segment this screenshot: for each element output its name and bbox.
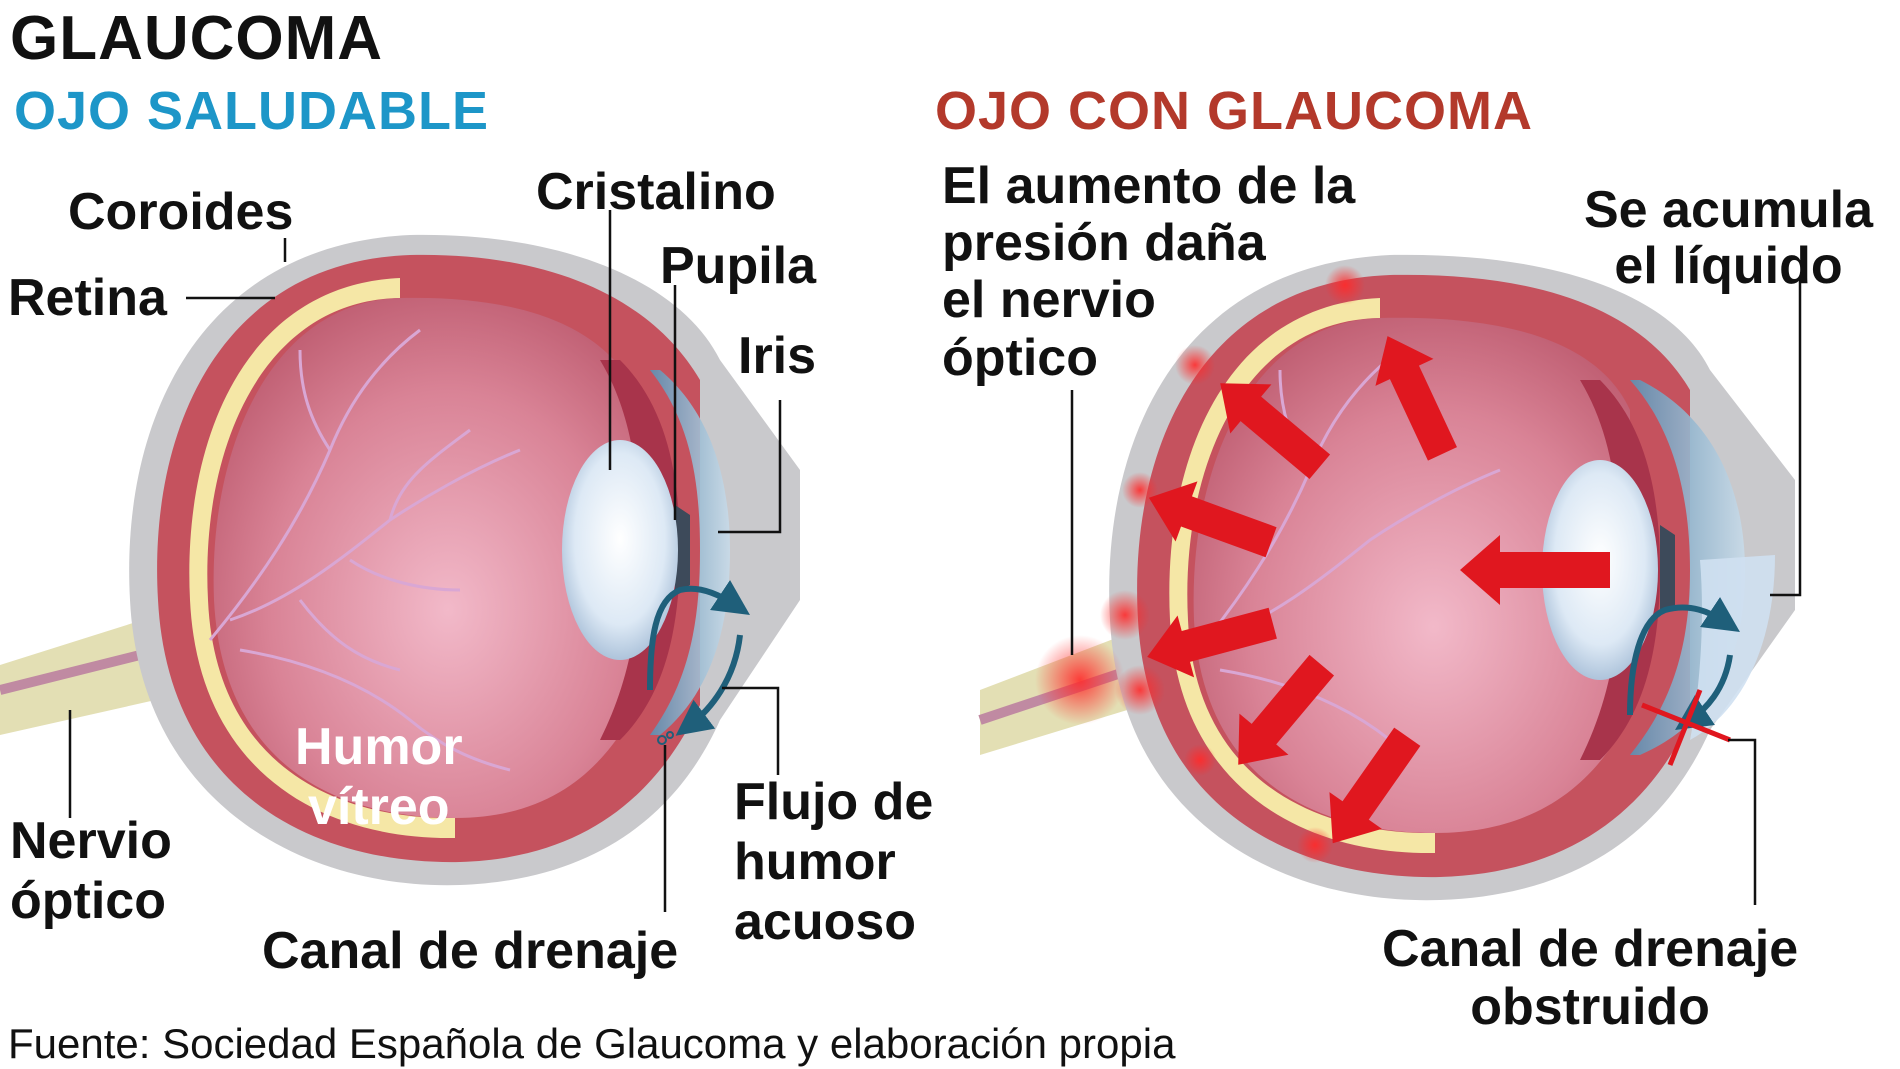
glaucoma-eye-heading: OJO CON GLAUCOMA xyxy=(935,81,1534,141)
label-canal-obstruido: Canal de drenaje obstruido xyxy=(1382,920,1799,1037)
iris xyxy=(675,505,690,595)
page-title: GLAUCOMA xyxy=(10,4,384,73)
label-iris: Iris xyxy=(738,327,817,385)
label-cristalino: Cristalino xyxy=(536,163,776,221)
label-retina: Retina xyxy=(8,269,167,327)
damage-spots xyxy=(1035,265,1365,863)
vitreous-humor xyxy=(213,297,640,819)
aqueous-flow-arrow xyxy=(647,580,750,691)
label-coroides: Coroides xyxy=(68,183,294,241)
source-credit: Fuente: Sociedad Española de Glaucoma y … xyxy=(8,1020,1176,1067)
label-humor-vitreo: Humor vítreo xyxy=(295,718,463,836)
aqueous-flow-arrow xyxy=(1627,597,1740,716)
pressure-arrows xyxy=(1147,336,1610,844)
label-flujo-humor-acuoso: Flujo de humor acuoso xyxy=(734,773,934,951)
lens xyxy=(562,440,678,660)
label-canal-drenaje: Canal de drenaje xyxy=(262,922,679,980)
healthy-eye xyxy=(0,234,801,886)
healthy-eye-heading: OJO SALUDABLE xyxy=(14,81,490,141)
label-presion-nervio: El aumento de la presión daña el nervio … xyxy=(942,157,1356,387)
glaucoma-eye xyxy=(978,254,1795,901)
retinal-vessels xyxy=(208,328,521,772)
label-acumula-liquido: Se acumula el líquido xyxy=(1584,181,1874,296)
blocked-drainage-mark xyxy=(1641,689,1731,766)
label-nervio-optico: Nervio óptico xyxy=(10,812,172,930)
iris xyxy=(1660,525,1675,615)
cornea xyxy=(650,370,730,735)
leader-lines xyxy=(68,210,1802,912)
label-pupila: Pupila xyxy=(660,237,817,295)
